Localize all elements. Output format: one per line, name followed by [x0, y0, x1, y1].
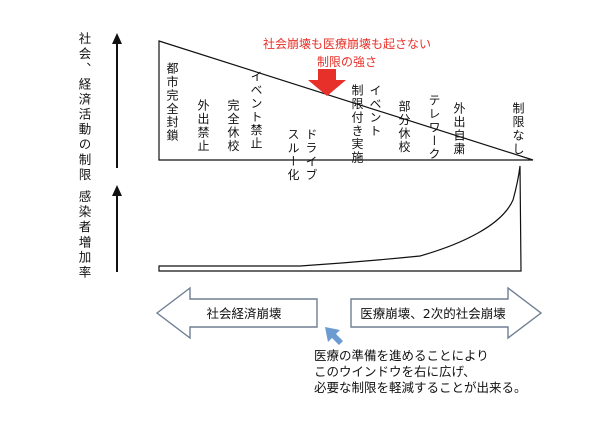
measure-label-4: イベント禁止	[249, 70, 263, 150]
axis-top-label: 社会、経済活動の制限	[77, 31, 92, 183]
note-line1: 医療の準備を進めることにより	[314, 348, 489, 363]
measure-label-8: テレワーク	[427, 94, 441, 161]
callout-line1: 社会崩壊も医療崩壊も起さない	[263, 36, 431, 51]
measure-label-1: 都市完全封鎖	[165, 62, 179, 143]
restriction-triangle	[158, 40, 534, 161]
measure-label-6-part1: イベント	[368, 84, 382, 138]
measure-label-5-part2: スルー化	[286, 128, 300, 182]
axis-bottom-label: 感染者増加率	[77, 189, 92, 281]
note-line3: 必要な制限を軽減することが出来る。	[314, 380, 527, 395]
measure-label-5-part1: ドライブ	[304, 128, 318, 182]
note-line2: このウインドウを右に広げ、	[314, 364, 476, 379]
measure-label-2: 外出禁止	[196, 99, 210, 153]
callout-down-arrow-icon	[308, 69, 346, 96]
measure-label-10: 制限なし	[511, 102, 525, 156]
callout-line2: 制限の強さ	[317, 55, 377, 69]
measure-label-9: 外出自粛	[452, 102, 466, 156]
axis-bottom-arrowhead	[112, 185, 122, 196]
arrow-left-label: 社会経済崩壊	[206, 306, 282, 321]
axis-top-arrowhead	[112, 33, 122, 44]
measure-label-7: 部分休校	[397, 99, 411, 154]
infection-curve	[158, 165, 522, 272]
note-pointer-arrow-icon	[325, 327, 343, 345]
measure-label-3: 完全休校	[226, 98, 240, 153]
arrow-right-shape	[350, 286, 543, 340]
measure-labels: 都市完全封鎖 外出禁止 完全休校イベント禁止ドライブスルー化 イベント制限付き実施 部分…	[165, 62, 525, 182]
measure-label-6-part2: 制限付き実施	[350, 84, 364, 165]
arrow-right-label: 医療崩壊、2次的社会崩壊	[360, 306, 506, 321]
arrow-left-shape	[155, 286, 318, 340]
